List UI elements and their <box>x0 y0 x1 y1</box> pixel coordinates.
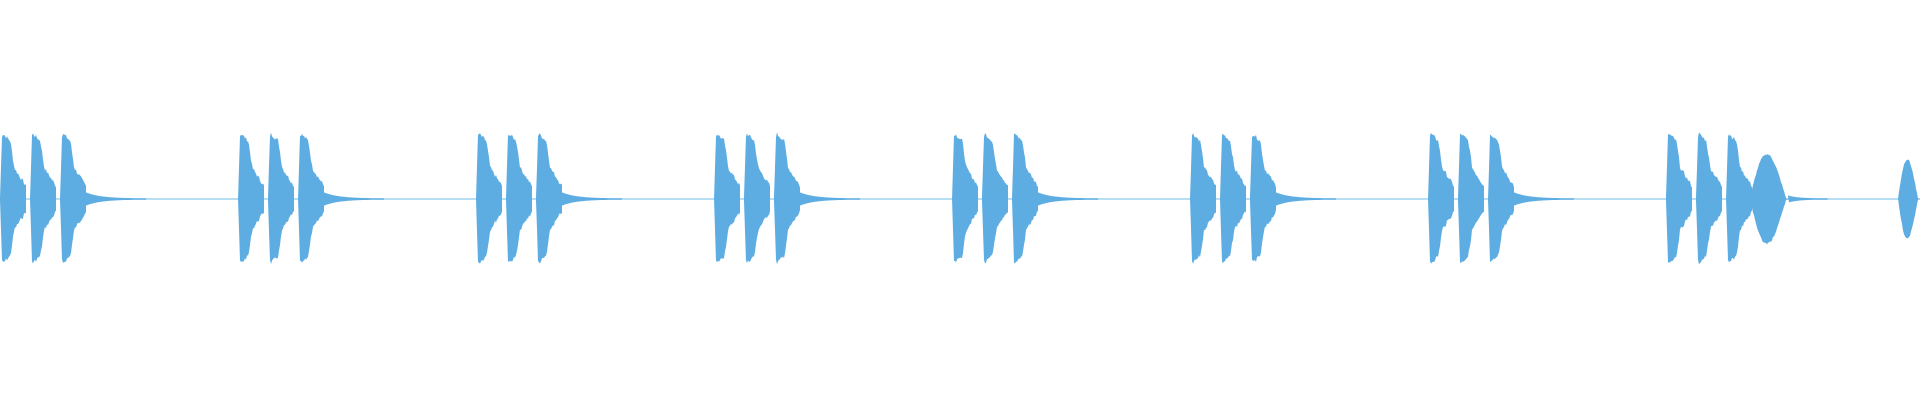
waveform-burst <box>1428 132 1574 264</box>
waveform-peak <box>952 134 978 263</box>
waveform-peak <box>1666 134 1692 263</box>
waveform-burst <box>0 133 146 264</box>
waveform-decay-tail <box>1276 192 1336 206</box>
waveform-burst <box>714 132 860 265</box>
waveform-decay-tail <box>1514 192 1574 206</box>
waveform-peak <box>1750 154 1790 245</box>
waveform-peak <box>298 133 324 263</box>
waveform-burst <box>238 132 384 265</box>
waveform-peak <box>1250 134 1276 262</box>
waveform-peak <box>60 134 86 263</box>
waveform-burst <box>1190 133 1336 264</box>
waveform-peak <box>774 132 800 265</box>
waveform-burst <box>1898 159 1920 239</box>
waveform-peak <box>30 133 56 264</box>
waveform-burst <box>952 133 1098 264</box>
waveform-burst <box>476 133 622 264</box>
waveform-peak <box>1696 132 1722 265</box>
waveform-peak <box>268 132 294 265</box>
waveform-decay-tail <box>562 192 622 206</box>
waveform-peak <box>1428 132 1454 264</box>
waveform-decay-tail <box>1038 192 1098 206</box>
waveform-peak <box>476 133 502 264</box>
waveform-peak <box>744 133 770 264</box>
waveform-peak <box>536 133 562 264</box>
waveform-peak <box>714 134 740 263</box>
waveform-peak <box>1726 134 1752 263</box>
waveform-peak <box>982 133 1008 264</box>
waveform-burst <box>1666 132 1828 265</box>
waveform-peak <box>238 135 264 262</box>
waveform-bursts <box>0 132 1920 265</box>
waveform-peak <box>1458 133 1484 264</box>
waveform-peak <box>0 134 26 262</box>
waveform-decay-tail <box>86 192 146 206</box>
waveform-decay-tail <box>324 192 384 206</box>
waveform-peak <box>1898 159 1920 239</box>
waveform-peak <box>1190 133 1216 264</box>
waveform-peak <box>1012 133 1038 264</box>
waveform-decay-tail <box>1788 195 1828 203</box>
waveform-peak <box>1488 134 1514 262</box>
waveform-peak <box>506 134 532 263</box>
waveform-peak <box>1220 133 1246 264</box>
waveform-decay-tail <box>800 192 860 206</box>
